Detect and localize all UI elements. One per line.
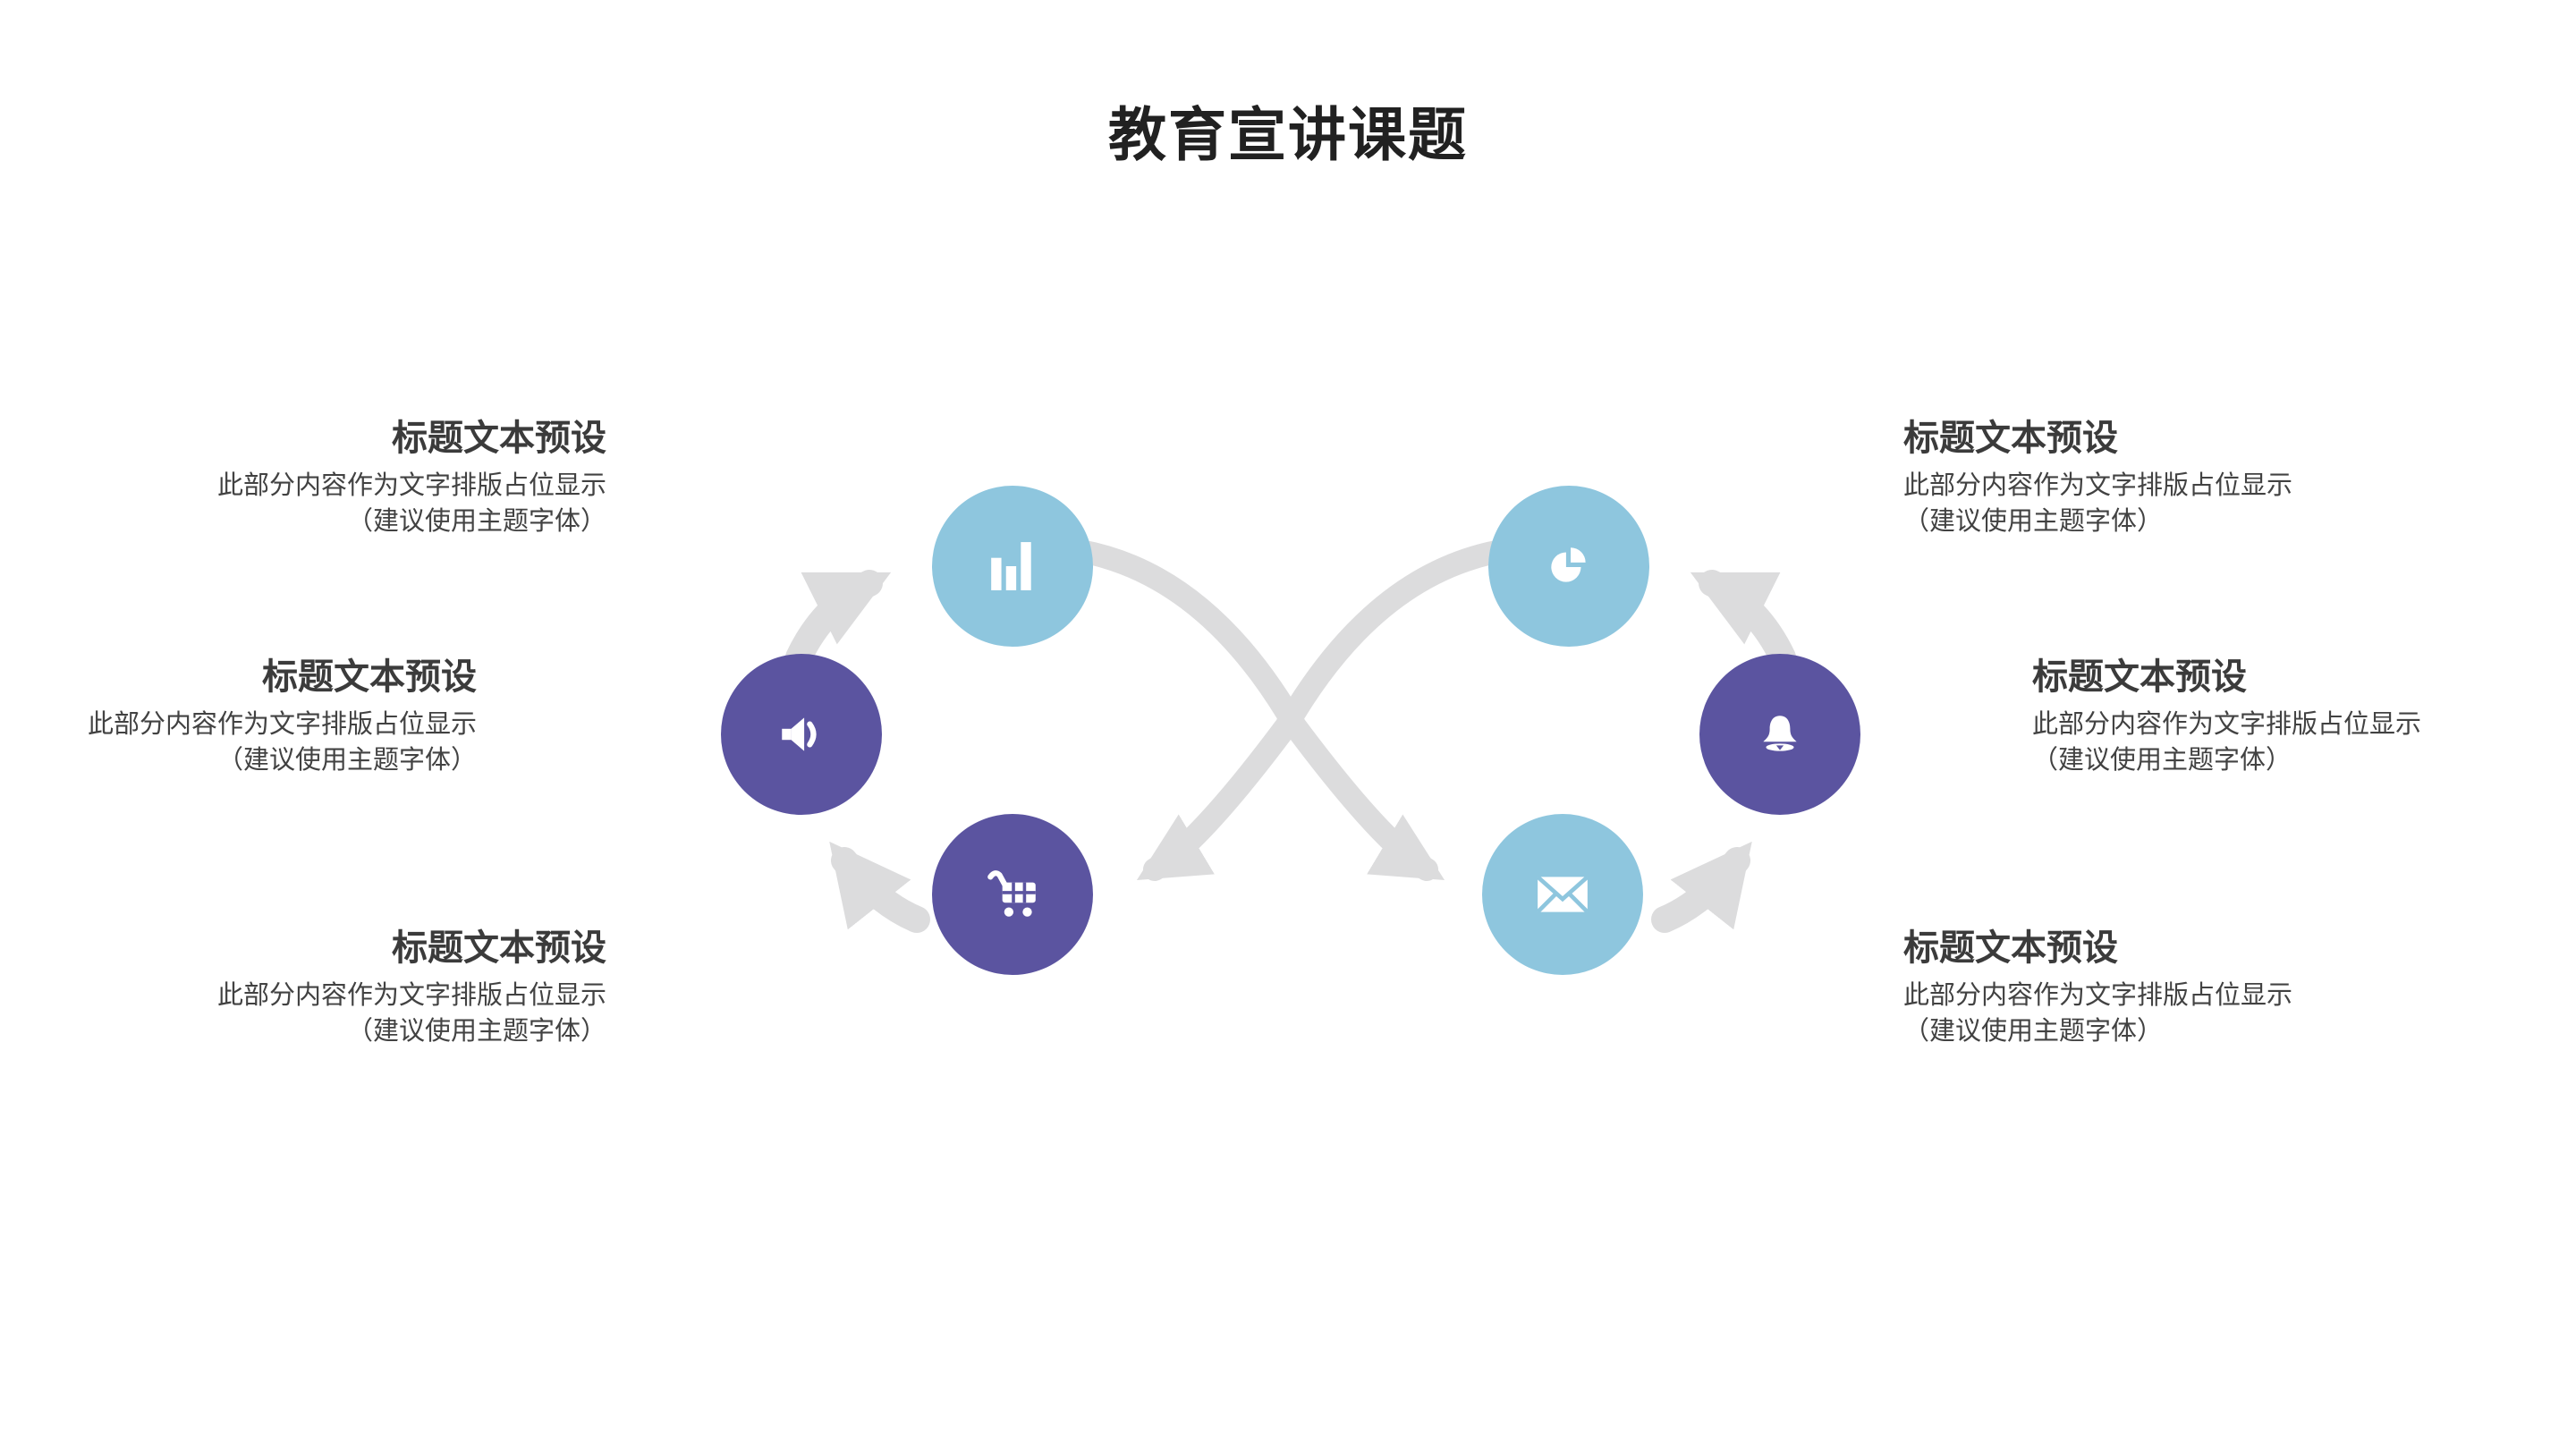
arrow-envelope-to-bell [1651, 841, 1752, 933]
arrow-cart-to-speaker [829, 841, 930, 933]
section-title: 标题文本预设 [392, 419, 606, 458]
section-body-line1: 此部分内容作为文字排版占位显示 [1903, 981, 2293, 1010]
section-title: 标题文本预设 [2032, 657, 2247, 697]
bell-icon [1763, 716, 1797, 751]
node-speaker [721, 654, 882, 815]
section-bottom-right: 标题文本预设 此部分内容作为文字排版占位显示 （建议使用主题字体） [1903, 926, 2292, 1049]
bar-chart-icon [991, 542, 1031, 590]
arrow-speaker-to-bar-chart [785, 570, 892, 671]
section-body-line2: （建议使用主题字体） [2032, 746, 2292, 775]
page-title: 教育宣讲课题 [1107, 102, 1468, 167]
shopping-cart-icon [987, 870, 1036, 917]
node-envelope [1482, 814, 1643, 975]
section-middle-right: 标题文本预设 此部分内容作为文字排版占位显示 （建议使用主题字体） [2032, 655, 2421, 778]
node-bar-chart [932, 486, 1093, 647]
node-cart [932, 814, 1093, 975]
section-body-line1: 此部分内容作为文字排版占位显示 [87, 710, 477, 739]
section-bottom-left: 标题文本预设 此部分内容作为文字排版占位显示 （建议使用主题字体） [217, 926, 606, 1049]
section-title: 标题文本预设 [262, 657, 477, 697]
section-title: 标题文本预设 [1903, 928, 2118, 968]
arrow-pie-chart-to-cart [1136, 539, 1513, 881]
arrow-bell-to-pie-chart [1690, 570, 1796, 671]
section-middle-left: 标题文本预设 此部分内容作为文字排版占位显示 （建议使用主题字体） [88, 655, 477, 778]
section-body-line2: （建议使用主题字体） [1903, 1017, 2164, 1046]
section-body-line1: 此部分内容作为文字排版占位显示 [216, 981, 606, 1010]
envelope-icon [1536, 875, 1589, 914]
section-body-line2: （建议使用主题字体） [1903, 507, 2164, 536]
speaker-icon [782, 717, 817, 751]
node-bell [1699, 654, 1860, 815]
section-body-line1: 此部分内容作为文字排版占位显示 [2032, 710, 2422, 739]
section-body-line2: （建议使用主题字体） [216, 746, 477, 775]
section-title: 标题文本预设 [392, 928, 606, 968]
section-top-right: 标题文本预设 此部分内容作为文字排版占位显示 （建议使用主题字体） [1903, 416, 2292, 539]
section-title: 标题文本预设 [1903, 419, 2118, 458]
pie-chart-icon [1551, 547, 1586, 582]
section-top-left: 标题文本预设 此部分内容作为文字排版占位显示 （建议使用主题字体） [217, 416, 606, 539]
section-body-line2: （建议使用主题字体） [346, 507, 606, 536]
section-body-line2: （建议使用主题字体） [346, 1017, 606, 1046]
section-body-line1: 此部分内容作为文字排版占位显示 [1903, 471, 2293, 500]
section-body-line1: 此部分内容作为文字排版占位显示 [216, 471, 606, 500]
node-pie-chart [1488, 486, 1649, 647]
